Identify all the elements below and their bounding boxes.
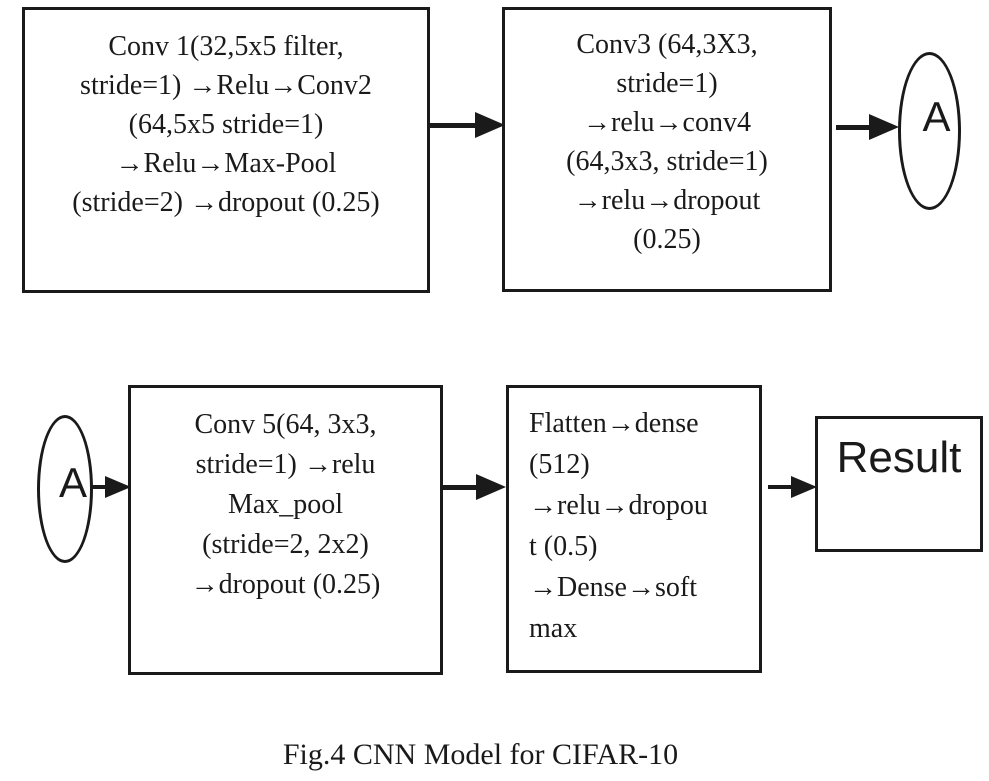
arrowhead-icon [869, 114, 899, 140]
block-text-line: →dropout (0.25) [190, 569, 381, 600]
arrowhead-icon [105, 476, 131, 498]
arrowhead-icon [791, 476, 817, 498]
block-text-line: →Dense→soft [529, 572, 697, 603]
block-text-line: →relu→dropou [529, 490, 708, 521]
block-text-line: t (0.5) [529, 531, 598, 562]
flow-arrow-conv12-to-conv34 [428, 112, 505, 138]
connector-a-top: A [898, 52, 961, 210]
flow-arrow-connector-to-conv5 [90, 476, 131, 498]
arrow-shaft [836, 125, 873, 130]
block-text-line: stride=1) →relu [195, 449, 376, 480]
figure-caption: Fig.4 CNN Model for CIFAR-10 [282, 738, 679, 771]
block-text-line: stride=1) →Relu→Conv2 [80, 70, 372, 101]
block-conv3-conv4: Conv3 (64,3X3, stride=1) →relu→conv4 (64… [502, 7, 832, 292]
connector-label: A [58, 459, 87, 506]
block-result: Result [815, 416, 983, 552]
connector-label: A [922, 93, 951, 140]
arrowhead-icon [476, 474, 506, 500]
block-text-line: (512) [529, 449, 590, 480]
arrowhead-icon [475, 112, 505, 138]
block-conv1-conv2: Conv 1(32,5x5 filter, stride=1) →Relu→Co… [22, 7, 430, 293]
block-text-line: stride=1) [616, 68, 718, 99]
arrow-shaft [428, 123, 479, 128]
flow-arrow-flatten-to-result [768, 476, 817, 498]
block-text-line: (stride=2) →dropout (0.25) [72, 187, 380, 218]
arrow-shaft [90, 485, 109, 489]
block-text-line: Conv3 (64,3X3, [576, 29, 758, 60]
block-text-line: Max_pool [227, 489, 344, 520]
flow-arrow-conv34-to-connector [836, 114, 899, 140]
block-text-line: Flatten→dense [529, 408, 699, 439]
block-text-line: →relu→conv4 [583, 107, 751, 138]
block-text-line: →Relu→Max-Pool [115, 148, 337, 179]
result-label: Result [836, 433, 962, 482]
block-text-line: Conv 5(64, 3x3, [194, 409, 377, 440]
connector-a-bottom: A [37, 415, 93, 563]
block-text-line: (stride=2, 2x2) [202, 529, 369, 560]
arrow-shaft [768, 485, 795, 489]
block-text-line: (0.25) [633, 224, 701, 255]
block-conv5-maxpool: Conv 5(64, 3x3, stride=1) →relu Max_pool… [128, 385, 443, 675]
block-text-line: →relu→dropout [573, 185, 761, 216]
flow-arrow-conv5-to-flatten [443, 474, 506, 500]
arrow-shaft [443, 485, 480, 490]
block-text-line: Conv 1(32,5x5 filter, [108, 31, 344, 62]
block-text-line: (64,3x3, stride=1) [566, 146, 768, 177]
block-text-line: (64,5x5 stride=1) [128, 109, 324, 140]
block-flatten-dense-softmax: Flatten→dense (512) →relu→dropou t (0.5)… [506, 385, 762, 673]
block-text-line: max [529, 613, 578, 644]
